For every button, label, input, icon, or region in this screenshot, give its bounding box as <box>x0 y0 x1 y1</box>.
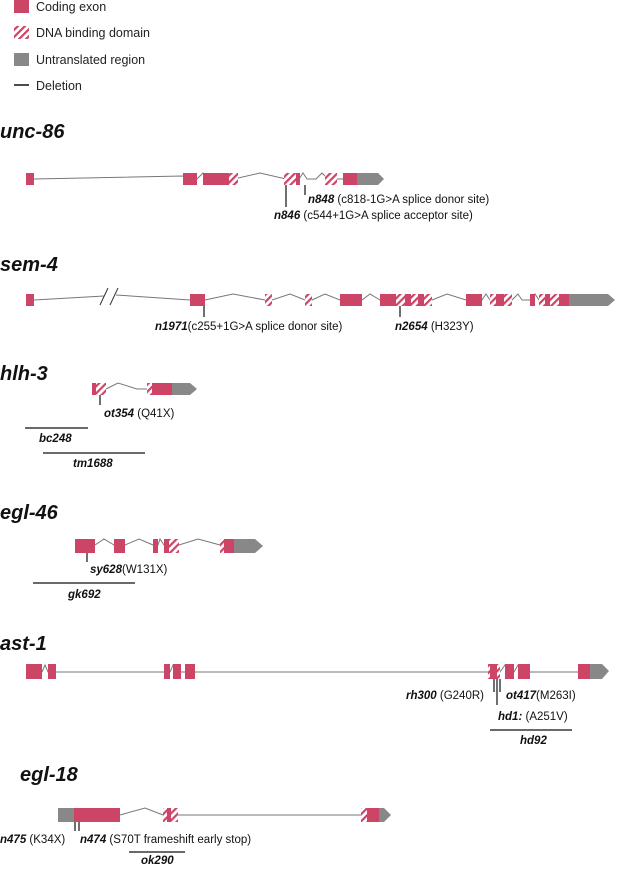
exon <box>26 173 34 185</box>
gene-name: egl-46 <box>0 502 59 524</box>
legend-swatch-coding-exon <box>14 0 29 13</box>
exon <box>183 173 197 185</box>
gene-name: sem-4 <box>0 254 58 276</box>
gene-hlh-3: hlh-3 ot354 (Q41X) bc248 tm1688 <box>0 363 197 470</box>
exon <box>340 294 362 306</box>
exon <box>26 664 42 679</box>
exon <box>152 383 172 395</box>
mutation-label: n848 (c818-1G>A splice donor site) <box>308 194 489 206</box>
exon <box>530 294 535 306</box>
utr-3prime <box>569 294 615 306</box>
axis-break-mark <box>99 287 109 306</box>
exon <box>26 294 34 306</box>
deletion-label: bc248 <box>39 433 72 445</box>
mutation-label: n2654 (H323Y) <box>395 321 474 333</box>
exon <box>92 383 96 395</box>
exon <box>190 294 205 306</box>
deletion-label: hd92 <box>520 735 547 747</box>
mutation-label: n846 (c544+1G>A splice acceptor site) <box>274 210 473 222</box>
utr-5prime <box>58 808 74 822</box>
gene-name: hlh-3 <box>0 363 48 385</box>
exon <box>405 294 411 306</box>
dna-binding-domain <box>396 294 432 306</box>
exon <box>167 808 171 822</box>
exon <box>496 294 504 306</box>
mutation-label: n1971(c255+1G>A splice donor site) <box>155 321 342 333</box>
exon <box>367 808 379 822</box>
exon <box>518 664 530 679</box>
dna-binding-domain <box>325 173 337 185</box>
dna-binding-domain <box>265 294 272 306</box>
legend: Coding exon DNA binding domain Untransla… <box>14 0 150 93</box>
exon <box>48 664 56 679</box>
exon <box>380 294 396 306</box>
exon <box>505 664 514 679</box>
dna-binding-domain <box>305 294 312 306</box>
exon <box>343 173 357 185</box>
legend-label-dna-binding: DNA binding domain <box>36 26 150 40</box>
dna-binding-domain <box>229 173 238 185</box>
intron-lines <box>33 295 105 301</box>
mutation-label: n475 (K34X) <box>0 834 65 846</box>
exon <box>164 664 170 679</box>
exon <box>164 539 169 553</box>
gene-name: ast-1 <box>0 633 47 655</box>
utr-3prime <box>357 173 384 185</box>
dna-binding-domain <box>284 173 296 185</box>
gene-name: unc-86 <box>0 121 65 143</box>
exon <box>185 664 195 679</box>
exon <box>578 664 590 679</box>
utr-3prime <box>234 539 263 553</box>
mutation-label: ot417(M263I) <box>506 690 576 702</box>
gene-name: egl-18 <box>20 764 79 786</box>
exon <box>75 539 95 553</box>
deletion-label: gk692 <box>67 589 101 601</box>
exon <box>203 173 229 185</box>
exon <box>224 539 234 553</box>
exon <box>490 664 497 679</box>
exon <box>296 173 300 185</box>
mutation-label: rh300 (G240R) <box>406 690 484 702</box>
intron-lines <box>105 382 147 390</box>
utr-3prime <box>172 383 197 395</box>
legend-swatch-dna-binding <box>14 26 29 39</box>
deletion-label: tm1688 <box>73 458 113 470</box>
mutation-label: ot354 (Q41X) <box>104 408 174 420</box>
legend-label-deletion: Deletion <box>36 79 82 93</box>
mutation-label: hd1: (A251V) <box>498 711 568 723</box>
exon <box>418 294 424 306</box>
utr-3prime <box>379 808 391 822</box>
exon <box>114 539 125 553</box>
deletion-label: ok290 <box>141 855 174 867</box>
gene-egl-18: egl-18 n475 (K34X) n474 (S70T frameshift… <box>0 764 391 867</box>
exon <box>545 294 550 306</box>
exon <box>466 294 482 306</box>
legend-label-coding-exon: Coding exon <box>36 0 106 14</box>
gene-sem-4: sem-4 n1971(c255+1G>A splice donor site)… <box>0 254 615 333</box>
mutation-label: n474 (S70T frameshift early stop) <box>80 834 251 846</box>
gene-ast-1: ast-1 rh300 (G240R) ot417(M263I) hd1: (A… <box>0 633 609 747</box>
axis-break-mark <box>109 287 119 306</box>
gene-unc-86: unc-86 n848 (c818-1G>A splice donor site… <box>0 121 489 222</box>
utr-3prime <box>590 664 609 679</box>
legend-label-utr: Untranslated region <box>36 53 145 67</box>
exon <box>173 664 181 679</box>
exon <box>559 294 569 306</box>
intron-lines <box>119 807 361 816</box>
exon <box>74 808 120 822</box>
legend-swatch-utr <box>14 53 29 66</box>
gene-egl-46: egl-46 sy628(W131X) gk692 <box>0 502 263 601</box>
exon <box>153 539 158 553</box>
mutation-label: sy628(W131X) <box>90 564 168 576</box>
